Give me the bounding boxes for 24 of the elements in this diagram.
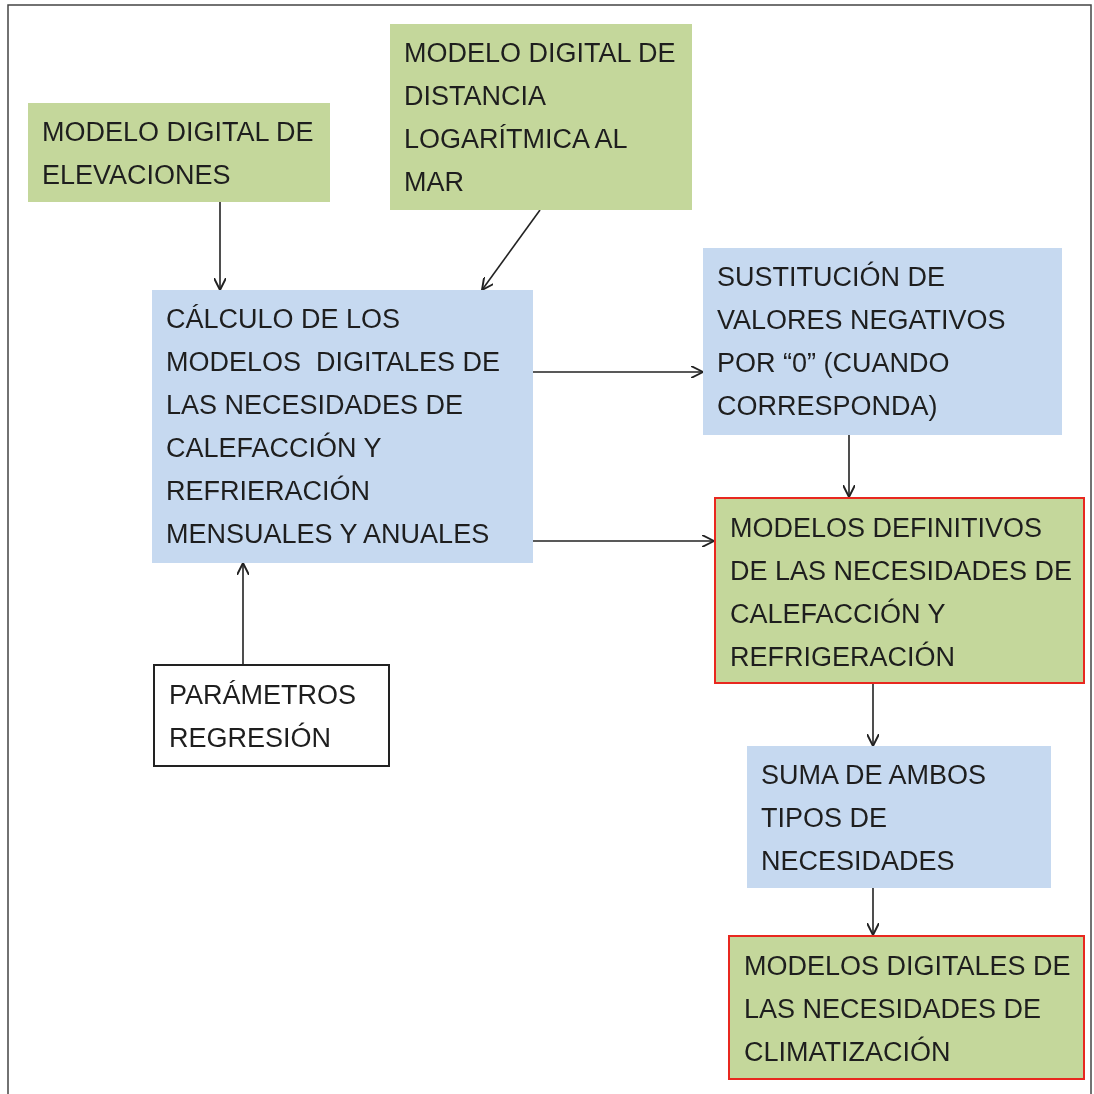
- input-box: [28, 103, 330, 202]
- box-label: MODELOS DEFINITIVOS DE LAS NECESIDADES DE CALEFACCIÓN Y REFRIGERACIÓN: [730, 512, 1074, 674]
- process-box: [703, 248, 1062, 435]
- arrow: [481, 209, 541, 291]
- arrow: [842, 434, 856, 498]
- box-label: MODELO DIGITAL DE DISTANCIA LOGARÍTMICA AL MAR: [404, 37, 677, 199]
- box-label: PARÁMETROS REGRESIÓN: [169, 679, 358, 755]
- arrow: [532, 534, 715, 548]
- arrow: [866, 887, 880, 936]
- box-label: SUMA DE AMBOS TIPOS DE NECESIDADES: [761, 759, 988, 878]
- box-label: MODELO DIGITAL DE ELEVACIONES: [42, 116, 315, 192]
- process-box: [747, 746, 1051, 888]
- arrow: [532, 365, 704, 379]
- result-box: [728, 935, 1085, 1080]
- arrow: [236, 562, 250, 665]
- arrow: [213, 201, 227, 291]
- arrow: [866, 683, 880, 747]
- box-label: SUSTITUCIÓN DE VALORES NEGATIVOS POR “0” (CUANDO CORRESPONDA): [717, 260, 1007, 423]
- input-box: [390, 24, 692, 210]
- result-box: [714, 497, 1085, 684]
- parameter-box: [153, 664, 390, 767]
- box-label: CÁLCULO DE LOS MODELOS DIGITALES DE LAS NECESIDADES DE CALEFACCIÓN Y REFRIERACIÓN MENSUALES Y ANUALES: [166, 303, 502, 551]
- box-label: MODELOS DIGITALES DE LAS NECESIDADES DE CLIMATIZACIÓN: [744, 950, 1072, 1069]
- process-box: [152, 290, 533, 563]
